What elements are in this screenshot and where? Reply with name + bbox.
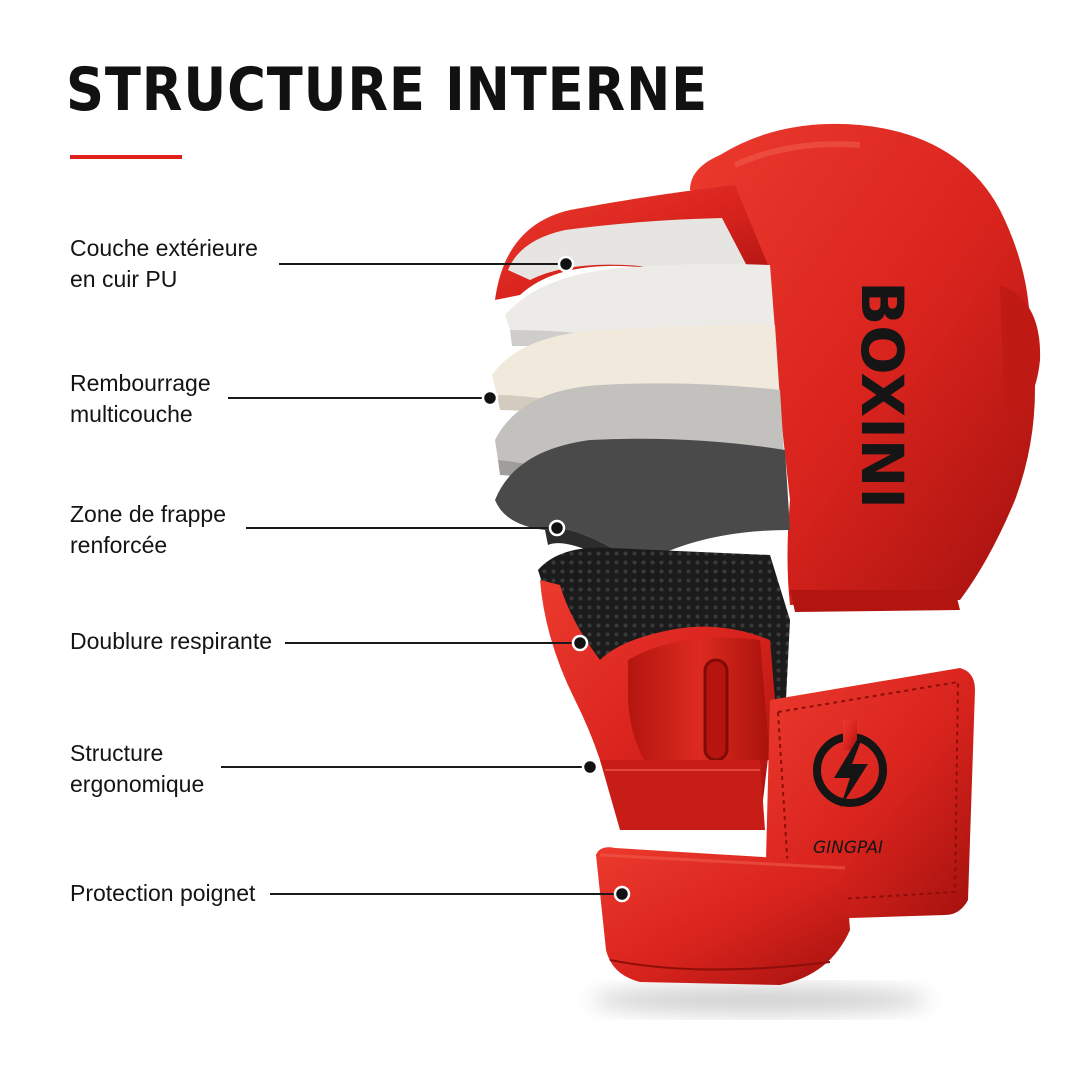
callout-leaders xyxy=(221,255,631,903)
foam-layer-dark xyxy=(495,438,790,578)
ground-shadow xyxy=(590,986,930,1014)
callout-label-zone-frappe: Zone de frappe renforcée xyxy=(70,501,227,558)
strap-brand-text: GINGPAI xyxy=(813,838,883,858)
callout-label-doublure: Doublure respirante xyxy=(70,628,273,654)
callout-label-rembourrage: Rembourrage multicouche xyxy=(70,370,211,427)
marker-rembourrage xyxy=(481,389,499,407)
page-title: STRUCTURE INTERNE xyxy=(66,55,709,125)
glove-palm-body xyxy=(538,547,790,830)
callout-label-couche-exterieure: Couche extérieure en cuir PU xyxy=(70,235,258,292)
glove-back-shell: BOXINI xyxy=(690,123,1041,612)
callout-label-structure: Structure ergonomique xyxy=(70,740,205,797)
wrist-cuff xyxy=(596,847,850,985)
brand-vertical-text: BOXINI xyxy=(848,281,916,509)
marker-doublure xyxy=(571,634,589,652)
marker-structure xyxy=(581,758,599,776)
lightning-power-icon xyxy=(813,720,887,808)
wrist-strap: GINGPAI xyxy=(765,668,975,920)
title-underline xyxy=(70,155,182,159)
marker-zone-frappe xyxy=(548,519,566,537)
marker-protection xyxy=(613,885,631,903)
callout-label-protection: Protection poignet xyxy=(70,880,256,906)
marker-couche-exterieure xyxy=(557,255,575,273)
